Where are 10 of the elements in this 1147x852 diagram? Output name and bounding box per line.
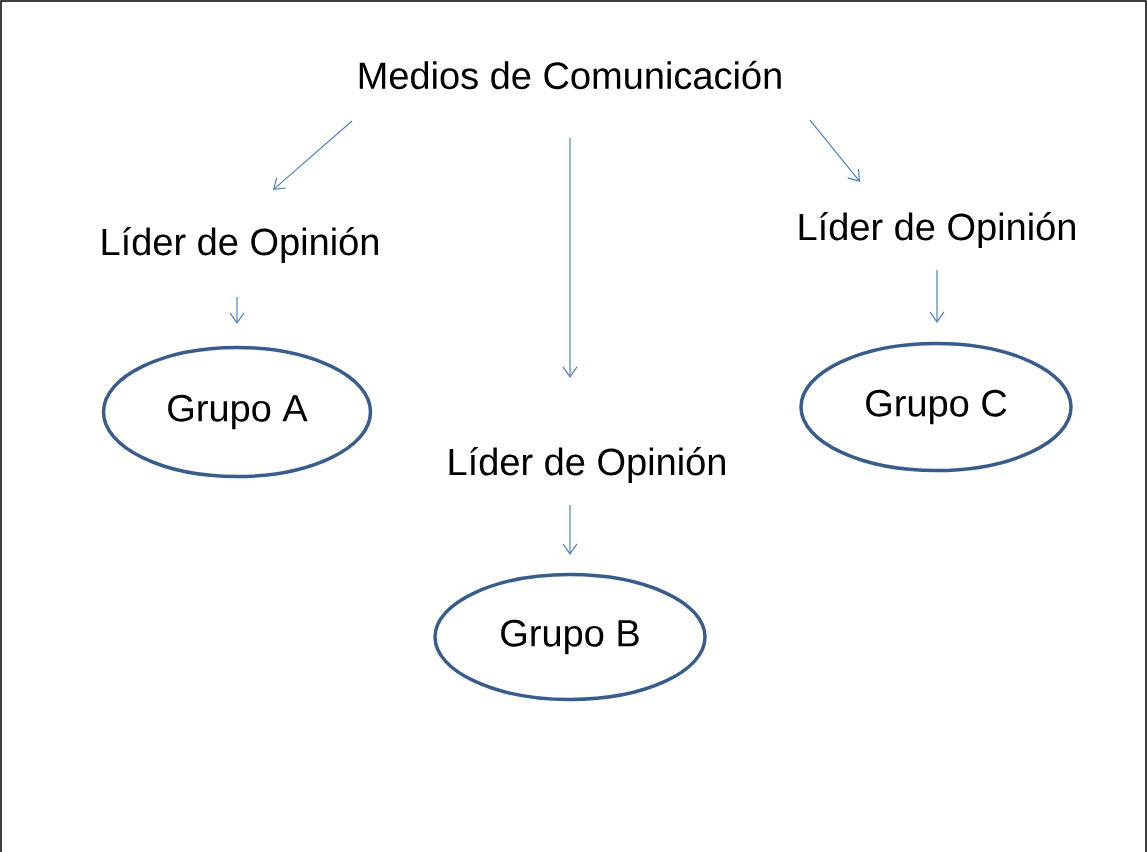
arrow <box>929 269 945 323</box>
arrow <box>562 504 578 555</box>
arrow <box>229 296 245 324</box>
label-text: Líder de Opinión <box>449 447 725 483</box>
arrow <box>273 120 353 190</box>
arrow <box>809 119 860 182</box>
label-text: Líder de Opinión <box>799 212 1075 248</box>
label-text: Líder de Opinión <box>102 227 378 263</box>
label-text: Medios de Comunicación <box>359 60 781 90</box>
arrow <box>562 137 578 378</box>
